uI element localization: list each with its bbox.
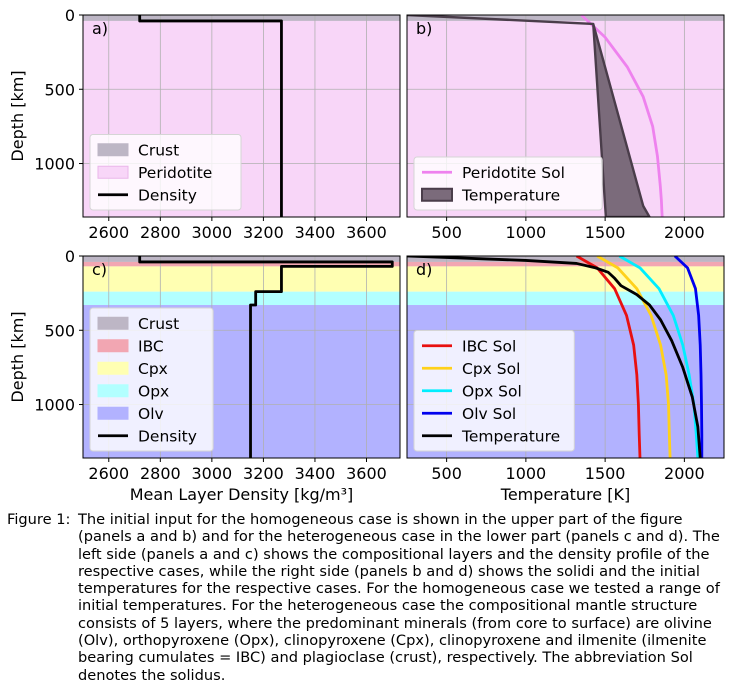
caption-text: The initial input for the homogeneous ca…: [78, 511, 720, 684]
panel-c: 2600 2800 3000 3200 3400 3600 0 500 1000 Depth [k…: [8, 247, 401, 504]
x-tick-label: 2000: [664, 223, 705, 242]
legend-swatch-peridotite: [97, 165, 129, 179]
x-tick-label: 3200: [243, 223, 284, 242]
x-tick-label: 2600: [88, 464, 129, 483]
layer-crust: [407, 15, 724, 21]
series-density: [138, 256, 394, 458]
legend-swatch-crust: [97, 316, 129, 330]
series-olv-sol: [673, 256, 704, 458]
legend-label-cpx: Cpx: [138, 360, 168, 378]
figure-caption: Figure 1: The initial input for the homo…: [7, 511, 729, 684]
x-tick-label: 3600: [346, 223, 387, 242]
legend-swatch-crust: [97, 143, 129, 157]
x-tick-label: 3400: [295, 223, 336, 242]
panel-a-frame: [82, 14, 401, 218]
series-peridotite-sol: [580, 15, 664, 217]
layer-opx: [83, 291, 400, 306]
x-axis-label: Mean Layer Density [kg/m³]: [130, 485, 354, 504]
caption-label: Figure 1:: [7, 511, 71, 528]
layer-cpx: [83, 266, 400, 292]
legend-swatch-cpx: [97, 361, 129, 375]
x-tick-label: 2800: [140, 464, 181, 483]
x-tick-label: 500: [431, 223, 462, 242]
layer-crust: [83, 15, 400, 21]
panel-c-frame: [82, 255, 401, 459]
x-tick-label: 1500: [585, 223, 626, 242]
x-tick-label: 2600: [88, 223, 129, 242]
series-temperature: [407, 256, 702, 458]
legend-label-crust: Crust: [138, 141, 179, 159]
y-tick-label: 0: [65, 6, 75, 25]
y-tick-label: 500: [44, 321, 75, 340]
y-tick-label: 500: [44, 80, 75, 99]
layer-ibc: [83, 261, 400, 267]
legend-box: [413, 156, 603, 211]
legend-label-density: Density: [138, 186, 197, 204]
legend-label-peridotite-sol: Peridotite Sol: [462, 164, 565, 182]
y-axis-label: Depth [km]: [8, 70, 27, 161]
legend-label-olv-sol: Olv Sol: [462, 405, 516, 423]
panel-label: c): [92, 260, 107, 279]
panel-label: a): [92, 19, 108, 38]
panel-label: b): [416, 19, 432, 38]
y-tick-label: 0: [65, 247, 75, 266]
panel-d-frame: [406, 255, 725, 459]
legend-box: [413, 330, 575, 452]
legend-label-temperature: Temperature: [461, 186, 560, 204]
x-tick-label: 3400: [295, 464, 336, 483]
legend-label-ibc: IBC: [138, 337, 164, 355]
legend-label-opx: Opx: [138, 382, 169, 400]
x-tick-label: 2000: [664, 464, 705, 483]
layer-cpx: [407, 266, 724, 292]
panel-b-frame: [406, 14, 725, 218]
x-tick-label: 1500: [585, 464, 626, 483]
legend-label-peridotite: Peridotite: [138, 164, 212, 182]
layer-opx: [407, 291, 724, 306]
panel-b: 500 1000 1500 2000 b) Peridotite SolTemperatu…: [406, 14, 725, 242]
series-ibc-sol: [575, 256, 642, 458]
panel-a: 2600 2800 3000 3200 3400 3600 0 500 1000 Depth [k…: [8, 6, 401, 242]
legend-label-cpx-sol: Cpx Sol: [462, 360, 520, 378]
x-tick-label: 3200: [243, 464, 284, 483]
x-tick-label: 2800: [140, 223, 181, 242]
y-tick-label: 1000: [34, 155, 75, 174]
layer-crust: [407, 256, 724, 262]
x-tick-label: 1000: [506, 223, 547, 242]
legend-label-crust: Crust: [138, 315, 179, 333]
legend-label-temperature: Temperature: [461, 427, 560, 445]
series-density: [138, 15, 283, 217]
x-tick-label: 500: [431, 464, 462, 483]
x-tick-label: 3000: [192, 223, 233, 242]
legend-swatch-olv: [97, 406, 129, 420]
legend-swatch-ibc: [97, 339, 129, 353]
y-tick-label: 1000: [34, 396, 75, 415]
layer-crust: [83, 256, 400, 262]
legend-swatch-opx: [97, 384, 129, 398]
legend-label-olv: Olv: [138, 405, 164, 423]
legend-label-density: Density: [138, 427, 197, 445]
x-tick-label: 3600: [346, 464, 387, 483]
y-axis-label: Depth [km]: [8, 311, 27, 402]
legend-label-opx-sol: Opx Sol: [462, 382, 522, 400]
legend-label-ibc-sol: IBC Sol: [462, 337, 516, 355]
series-opx-sol: [618, 256, 700, 458]
panel-label: d): [416, 260, 432, 279]
series-cpx-sol: [596, 256, 672, 458]
x-tick-label: 3000: [192, 464, 233, 483]
x-axis-label: Temperature [K]: [500, 485, 630, 504]
series-temperature-band: [407, 15, 651, 217]
legend-swatch-temperature: [421, 187, 453, 202]
x-tick-label: 1000: [506, 464, 547, 483]
